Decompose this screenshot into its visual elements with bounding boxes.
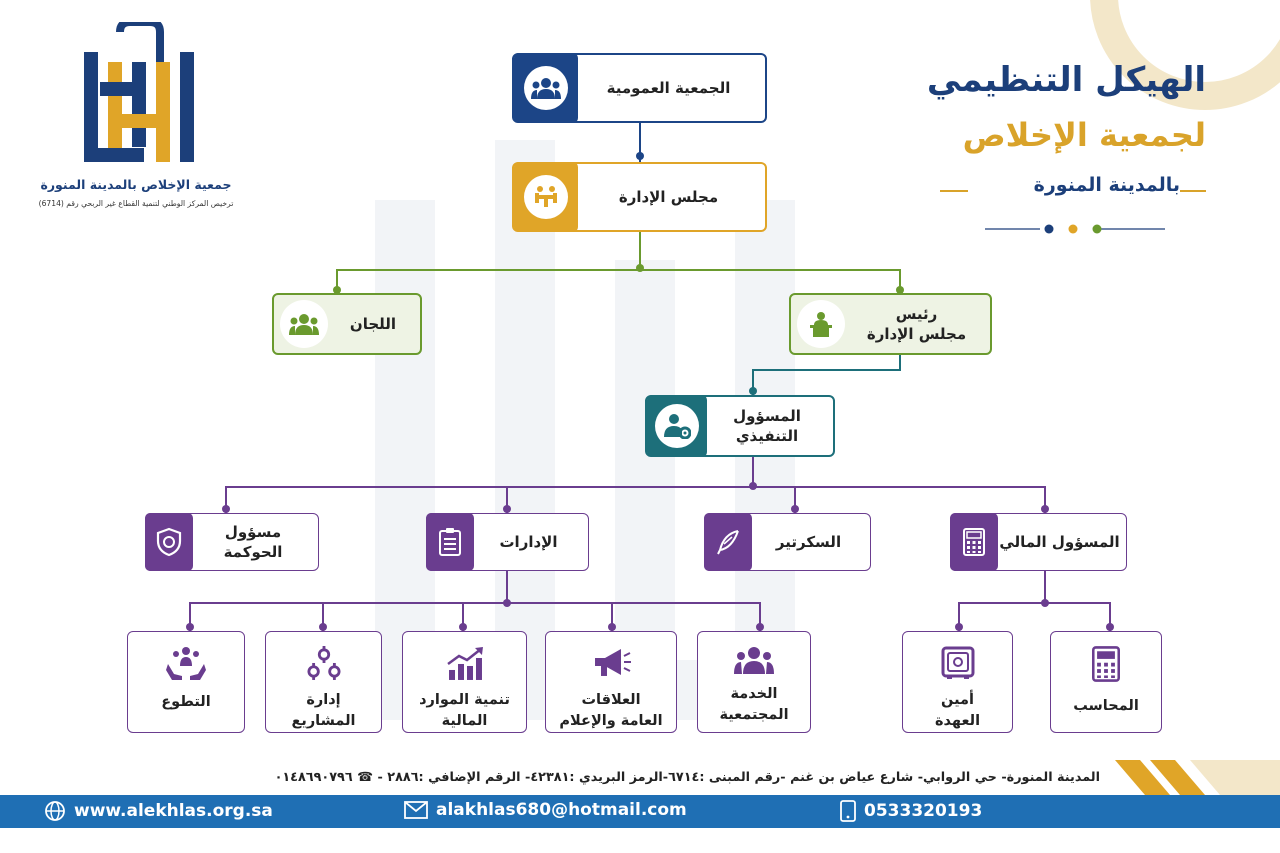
node-finance[interactable]: المسؤول المالي <box>950 513 1127 571</box>
calculator-icon <box>950 513 998 571</box>
node-governance[interactable]: مسؤول الحوكمة <box>145 513 319 571</box>
node-label: الإدارات <box>499 532 558 551</box>
node-label: المسؤول المالي <box>999 532 1120 551</box>
node-accountant[interactable]: المحاسب <box>1050 631 1162 733</box>
node-projects[interactable]: إدارة المشاريع <box>265 631 382 733</box>
title-rule-left <box>940 190 968 192</box>
email-text: alakhlas680@hotmail.com <box>436 800 687 820</box>
node-label: مجلس الإدارة <box>618 187 719 206</box>
footer-email[interactable]: alakhlas680@hotmail.com <box>404 800 687 820</box>
community-group-icon <box>734 647 774 674</box>
gears-icon <box>306 646 341 680</box>
page-location: بالمدينة المنورة <box>1033 174 1180 196</box>
node-label: التطوع <box>161 694 211 710</box>
association-logo <box>84 22 194 162</box>
node-executive[interactable]: المسؤول التنفيذي <box>645 395 835 457</box>
volunteer-hands-icon <box>166 647 206 680</box>
website-text: www.alekhlas.org.sa <box>74 801 273 821</box>
node-label: العلاقات العامة والإعلام <box>559 691 663 729</box>
node-label: إدارة المشاريع <box>291 691 356 729</box>
shield-icon <box>145 513 193 571</box>
podium-icon <box>797 300 845 348</box>
node-label: المسؤول التنفيذي <box>733 406 801 445</box>
page-title: الهيكل التنظيمي <box>926 60 1206 100</box>
manager-gear-icon <box>655 404 699 448</box>
globe-icon <box>45 801 65 821</box>
logo-license-text: ترخيص المركز الوطني لتنمية القطاع غير ال… <box>38 199 234 208</box>
mobile-phone-icon <box>840 800 856 822</box>
meeting-icon <box>524 175 568 219</box>
node-label: رئيس مجلس الإدارة <box>866 304 967 343</box>
logo-association-name: جمعية الإخلاص بالمدينة المنورة <box>40 177 232 192</box>
clipboard-icon <box>426 513 474 571</box>
node-general-assembly[interactable]: الجمعية العمومية <box>512 53 767 123</box>
node-committees[interactable]: اللجان <box>272 293 422 355</box>
growth-chart-icon <box>446 646 483 680</box>
envelope-icon <box>404 801 428 819</box>
phone-text: 0533320193 <box>864 801 983 821</box>
node-departments[interactable]: الإدارات <box>426 513 589 571</box>
node-label: الجمعية العمومية <box>606 78 731 97</box>
node-label: الخدمة المجتمعية <box>719 686 789 724</box>
node-financial-resources[interactable]: تنمية الموارد المالية <box>402 631 527 733</box>
footer-phone[interactable]: 0533320193 <box>840 800 982 822</box>
footer-stripes-decoration <box>1115 760 1280 795</box>
node-board[interactable]: مجلس الإدارة <box>512 162 767 232</box>
node-label: المحاسب <box>1073 698 1139 714</box>
node-label: أمين العهدة <box>934 691 981 729</box>
calculator-icon <box>1092 646 1120 682</box>
node-pr-media[interactable]: العلاقات العامة والإعلام <box>545 631 677 733</box>
node-custodian[interactable]: أمين العهدة <box>902 631 1013 733</box>
footer-bar <box>0 795 1280 828</box>
page-subtitle: لجمعية الإخلاص <box>962 116 1206 154</box>
node-label: السكرتير <box>775 532 842 551</box>
quill-icon <box>704 513 752 571</box>
footer-website[interactable]: www.alekhlas.org.sa <box>44 800 273 822</box>
group-icon <box>524 66 568 110</box>
group-icon <box>280 300 328 348</box>
title-dots <box>985 224 1165 234</box>
node-secretary[interactable]: السكرتير <box>704 513 871 571</box>
megaphone-icon <box>595 648 631 676</box>
safe-icon <box>941 646 974 679</box>
node-label: تنمية الموارد المالية <box>419 691 510 729</box>
node-volunteering[interactable]: التطوع <box>127 631 245 733</box>
node-community-service[interactable]: الخدمة المجتمعية <box>697 631 811 733</box>
node-label: مسؤول الحوكمة <box>223 522 283 561</box>
footer-address: المدينة المنورة- حي الروابي- شارع عياض ب… <box>274 770 1100 785</box>
node-label: اللجان <box>349 314 397 333</box>
node-board-chair[interactable]: رئيس مجلس الإدارة <box>789 293 992 355</box>
title-rule-right <box>1180 190 1206 192</box>
